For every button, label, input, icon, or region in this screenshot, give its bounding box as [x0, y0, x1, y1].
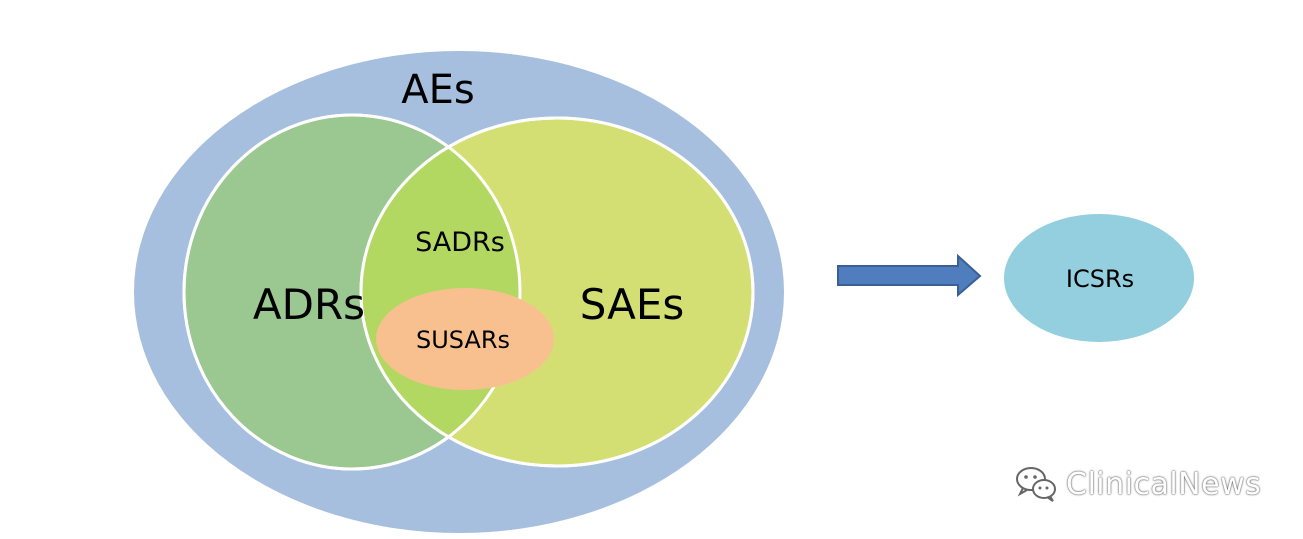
- susars-ellipse: [376, 288, 554, 390]
- wechat-icon: [1016, 467, 1056, 502]
- saes-outline: [359, 116, 755, 468]
- aes-label: AEs: [401, 67, 474, 113]
- adrs-outline: [182, 113, 522, 471]
- icsrs-label: ICSRs: [1066, 265, 1134, 293]
- watermark-text: ClinicalNews: [1066, 466, 1262, 502]
- adrs-label: ADRs: [253, 280, 365, 329]
- icsrs-ellipse: [1004, 214, 1194, 342]
- right-arrow: [837, 253, 982, 298]
- susars-label: SUSARs: [416, 326, 510, 354]
- saes-label: SAEs: [580, 280, 685, 329]
- watermark: ClinicalNews: [1014, 462, 1261, 506]
- sadrs-label: SADRs: [415, 227, 505, 258]
